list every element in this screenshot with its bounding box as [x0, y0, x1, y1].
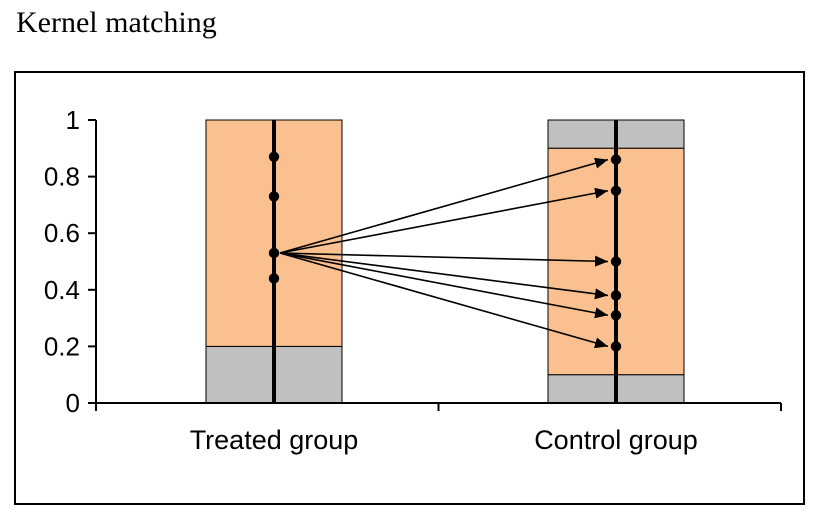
- y-tick-label: 1: [66, 105, 80, 135]
- data-point: [268, 151, 280, 162]
- chart-title: Kernel matching: [16, 6, 217, 39]
- data-point: [268, 273, 280, 284]
- group-label: Control group: [534, 425, 698, 455]
- match-arrow: [279, 252, 609, 349]
- data-point: [610, 310, 622, 321]
- match-arrow: [279, 187, 609, 254]
- match-arrow: [279, 252, 609, 267]
- match-arrow: [279, 252, 609, 300]
- data-point: [610, 290, 622, 301]
- data-point: [610, 341, 622, 352]
- y-tick-label: 0: [66, 388, 80, 418]
- y-tick-label: 0.2: [44, 331, 80, 361]
- match-arrow: [279, 252, 609, 319]
- data-point: [268, 191, 280, 202]
- match-arrow: [279, 157, 609, 254]
- data-point: [610, 256, 622, 267]
- data-point: [610, 185, 622, 196]
- group-label: Treated group: [190, 425, 359, 455]
- y-tick-label: 0.6: [44, 218, 80, 248]
- data-point: [268, 247, 280, 259]
- y-tick-label: 0.4: [44, 275, 80, 305]
- y-tick-label: 0.8: [44, 162, 80, 192]
- data-point: [610, 154, 622, 165]
